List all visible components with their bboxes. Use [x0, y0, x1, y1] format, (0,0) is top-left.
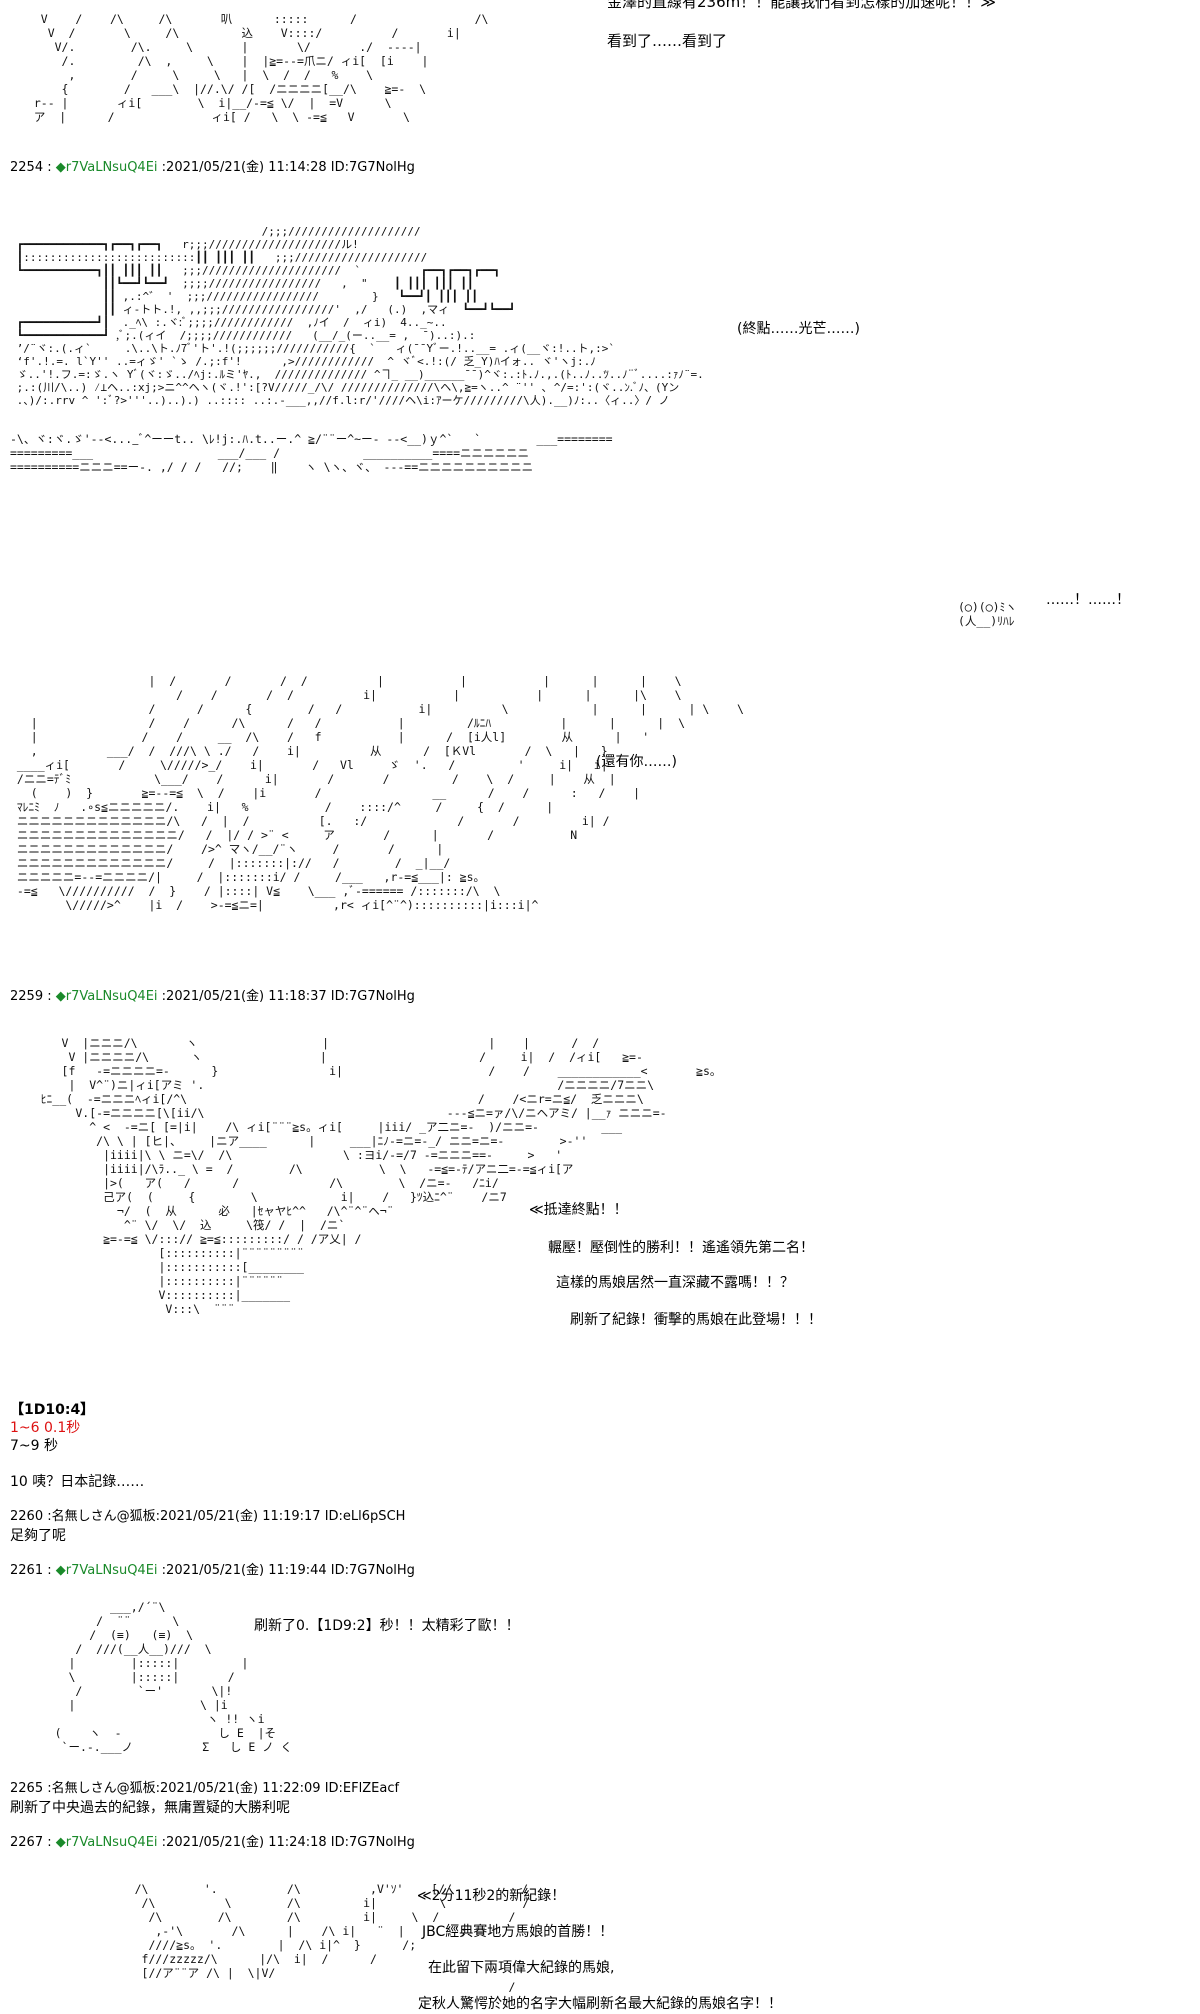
dialog-line: 看到了……看到了 [607, 32, 728, 50]
narration-line: 金澤的直線有236m！！能讓我們看到怎樣的加速呢！！≫ [607, 0, 996, 11]
ascii-art-record: /\ '. /\ ,V'ｿ' [// / /\ \ /\ i| \ / /\ /… [134, 1881, 530, 1994]
narration-line: JBC經典賽地方馬娘的首勝！！ [422, 1924, 614, 1940]
post-name: :名無しさん@狐板 [43, 1509, 156, 1524]
dice-option: 10 咦？日本記錄…… [10, 1474, 145, 1490]
post-header: 2267 : ◆r7VaLNsuQ4Ei :2021/05/21(金) 11:2… [10, 1835, 415, 1850]
post-meta: :2021/05/21(金) 11:22:09 ID:EFlZEacf [155, 1781, 400, 1796]
dialog-line: (終點……光芒……) [737, 321, 860, 337]
ascii-art-goal-light: /;;;//////////////////// ┏━━━━━━━━━━━━┓┏… [16, 225, 704, 407]
post-trip[interactable]: ◆r7VaLNsuQ4Ei [55, 989, 158, 1004]
post-header: 2254 : ◆r7VaLNsuQ4Ei :2021/05/21(金) 11:1… [10, 160, 415, 175]
dice-option: 7~9 秒 [10, 1438, 58, 1454]
post-body: 足夠了呢 [10, 1528, 66, 1544]
post-number: 2260 [10, 1509, 44, 1524]
ascii-art-face-small: (◯)(◯)ﾐヽ (人__)ﾘﾊﾚ [958, 599, 1017, 628]
post-name: :名無しさん@狐板 [43, 1781, 156, 1796]
post-meta: :2021/05/21(金) 11:14:28 ID:7G7NolHg [157, 160, 415, 175]
ascii-art-yaruo: ___,/´¨\ / ¨¨ \ / (≡) (≡) \ / ///(__人__)… [54, 1599, 293, 1754]
post-header: 2259 : ◆r7VaLNsuQ4Ei :2021/05/21(金) 11:1… [10, 989, 415, 1004]
dice-option: 1~6 0.1秒 [10, 1420, 81, 1436]
ascii-art-speedlines: -\、ヾ:ヾ.ゞ'--<..._ﾞ^ーーt.. \ﾚ!j:.ﾊ.t..ー.^ ≧… [10, 431, 613, 474]
narration-line: 定秋人驚愕於她的名字大幅刷新名最大紀錄的馬娘名字！！ [418, 1996, 782, 2012]
narration-line: ≪抵達終點！！ [529, 1202, 628, 1218]
narration-line: 在此留下兩項偉大紀錄的馬娘, [428, 1960, 615, 1976]
post-trip[interactable]: ◆r7VaLNsuQ4Ei [55, 1835, 158, 1850]
ascii-art-finish: V |ニニニ/\ ヽ | | | / / V |ニニニニ/\ ヽ | / i| … [40, 1035, 722, 1316]
post-trip[interactable]: ◆r7VaLNsuQ4Ei [55, 1563, 158, 1578]
narration-line: 輾壓！壓倒性的勝利！！遙遙領先第二名！ [548, 1240, 814, 1256]
post-number: 2267 [10, 1835, 44, 1850]
dialog-line: ……！……！ [1046, 592, 1130, 608]
post-meta: :2021/05/21(金) 11:19:44 ID:7G7NolHg [157, 1563, 415, 1578]
narration-line: 刷新了紀錄！衝擊的馬娘在此登場！！！ [570, 1312, 822, 1328]
ascii-art-top: V / /\ /\ 叭 ::::: / /\ V / \ /\ 込 V::::/… [33, 11, 489, 124]
dice-header: 【1D10:4】 [10, 1402, 95, 1418]
post-number: 2261 [10, 1563, 44, 1578]
post-meta: :2021/05/21(金) 11:18:37 ID:7G7NolHg [157, 989, 415, 1004]
post-meta: :2021/05/21(金) 11:24:18 ID:7G7NolHg [157, 1835, 415, 1850]
post-number: 2259 [10, 989, 44, 1004]
post-body: 刷新了中央過去的紀錄，無庸置疑的大勝利呢 [10, 1800, 290, 1816]
narration-line: ≪2分11秒2的新紀錄！ [417, 1888, 566, 1904]
post-number: 2265 [10, 1781, 44, 1796]
post-meta: :2021/05/21(金) 11:19:17 ID:eLl6pSCH [155, 1509, 406, 1524]
ascii-art-running: | / / / / | | | | | \ / / / / i| | | | |… [16, 673, 744, 912]
post-header: 2260 :名無しさん@狐板:2021/05/21(金) 11:19:17 ID… [10, 1508, 405, 1526]
dialog-line: 刷新了0.【1D9:2】秒！！太精彩了歐！！ [254, 1618, 520, 1634]
post-number: 2254 [10, 160, 44, 175]
post-header: 2261 : ◆r7VaLNsuQ4Ei :2021/05/21(金) 11:1… [10, 1563, 415, 1578]
post-trip[interactable]: ◆r7VaLNsuQ4Ei [55, 160, 158, 175]
post-header: 2265 :名無しさん@狐板:2021/05/21(金) 11:22:09 ID… [10, 1780, 399, 1798]
dialog-line: (還有你……) [596, 754, 677, 770]
narration-line: 這樣的馬娘居然一直深藏不露嗎！！？ [556, 1275, 794, 1291]
